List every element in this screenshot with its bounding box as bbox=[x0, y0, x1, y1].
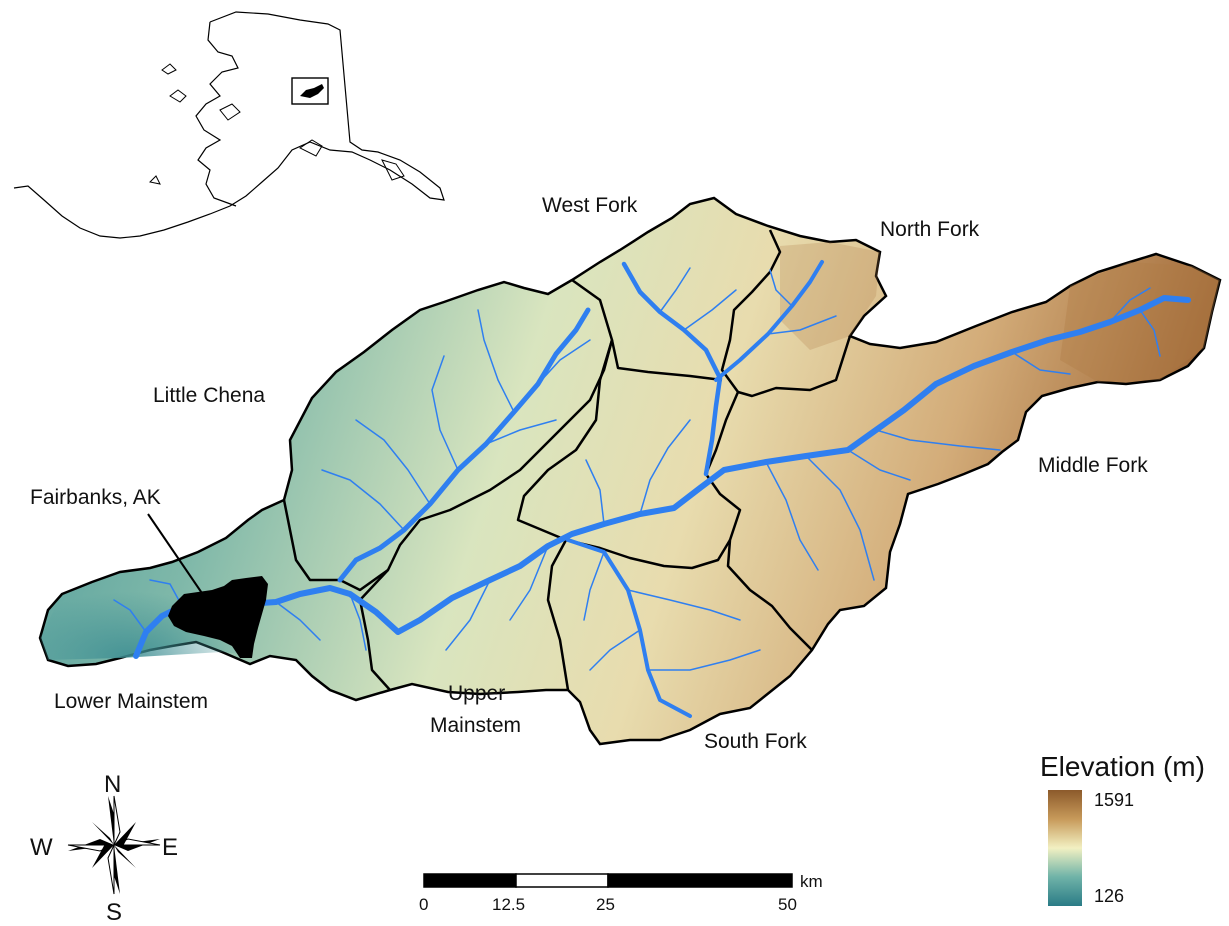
tributary bbox=[321, 469, 405, 531]
label-south-fork: South Fork bbox=[704, 730, 807, 753]
label-upper-mainstem-line1: Upper bbox=[448, 682, 505, 705]
tributary bbox=[585, 459, 605, 525]
subbasin-boundaries bbox=[282, 229, 852, 691]
tributary bbox=[659, 267, 691, 313]
middle-fork-highlands bbox=[1060, 262, 1220, 382]
tributary bbox=[875, 429, 1001, 451]
north-fork-river bbox=[714, 260, 824, 382]
tributary bbox=[647, 649, 761, 671]
tributary bbox=[847, 449, 911, 481]
tributary bbox=[1109, 287, 1151, 323]
fairbanks-leader-line bbox=[147, 513, 209, 603]
scale-segment-2 bbox=[515, 873, 609, 888]
scale-tick-0: 0 bbox=[419, 895, 428, 914]
label-little-chena: Little Chena bbox=[153, 384, 265, 407]
label-lower-mainstem: Lower Mainstem bbox=[54, 690, 208, 713]
tributary-streams bbox=[113, 267, 1161, 671]
boundary-west-inner bbox=[610, 339, 723, 382]
tributary bbox=[1139, 309, 1161, 357]
region-labels: West Fork North Fork Little Chena Middle… bbox=[30, 194, 1148, 753]
tributary bbox=[765, 461, 819, 571]
tributary bbox=[769, 269, 793, 307]
tributary bbox=[431, 355, 459, 471]
boundary-upper-south bbox=[565, 538, 732, 570]
chena-watershed bbox=[38, 196, 1222, 746]
scale-tick-12-5: 12.5 bbox=[492, 895, 525, 914]
tributary bbox=[889, 383, 937, 421]
tributary bbox=[589, 629, 641, 671]
tributary bbox=[349, 593, 367, 651]
legend-title: Elevation (m) bbox=[1040, 751, 1205, 782]
label-upper-mainstem-line2: Mainstem bbox=[430, 714, 521, 737]
boundary-upper-mainstem bbox=[358, 569, 391, 691]
tributary bbox=[537, 339, 591, 385]
legend-color-ramp bbox=[1048, 790, 1082, 906]
scale-tick-25: 25 bbox=[596, 895, 615, 914]
tributary bbox=[767, 315, 837, 335]
boundary-west-north bbox=[720, 229, 782, 393]
compass-n-label: N bbox=[104, 771, 121, 798]
boundary-south-inner bbox=[516, 339, 614, 542]
tributary bbox=[275, 601, 321, 641]
inset-study-area-box bbox=[291, 77, 329, 105]
tributary bbox=[583, 551, 605, 621]
elevation-legend: Elevation (m) 1591 126 bbox=[1040, 751, 1205, 906]
tributary bbox=[149, 579, 183, 607]
tributary bbox=[1011, 351, 1071, 375]
compass-north-point-light bbox=[113, 795, 121, 846]
tributary bbox=[477, 309, 515, 413]
river-network bbox=[113, 260, 1191, 718]
tributary bbox=[509, 545, 549, 621]
scale-tick-50: 50 bbox=[778, 895, 797, 914]
alaska-inset-map bbox=[13, 11, 445, 239]
tributary bbox=[445, 579, 491, 651]
label-west-fork: West Fork bbox=[542, 194, 638, 217]
boundary-middle-south bbox=[704, 473, 813, 651]
north-fork-highlands bbox=[780, 242, 880, 350]
tributary bbox=[485, 419, 557, 445]
tributary bbox=[805, 455, 875, 581]
alaska-outline bbox=[13, 11, 445, 239]
boundary-north-middle bbox=[704, 335, 852, 475]
tributary bbox=[355, 419, 431, 505]
scale-segment-1 bbox=[423, 873, 517, 888]
alaska-coast-detail bbox=[148, 63, 405, 185]
west-fork-river bbox=[621, 261, 723, 477]
scale-bar: km 0 12.5 25 50 bbox=[419, 872, 823, 914]
tributary bbox=[639, 419, 691, 515]
label-north-fork: North Fork bbox=[880, 218, 980, 241]
compass-w-label: W bbox=[30, 834, 53, 861]
compass-s-label: S bbox=[106, 899, 122, 926]
tributary bbox=[113, 599, 147, 633]
little-chena-river bbox=[337, 307, 591, 583]
compass-e-label: E bbox=[162, 834, 178, 861]
compass-diagonals bbox=[92, 822, 136, 868]
label-middle-fork: Middle Fork bbox=[1038, 454, 1148, 477]
boundary-upper-lower bbox=[546, 539, 570, 691]
legend-max-value: 1591 bbox=[1094, 790, 1134, 810]
tributary bbox=[683, 289, 737, 331]
scale-segment-3 bbox=[607, 873, 793, 888]
inset-study-area bbox=[300, 84, 324, 98]
legend-min-value: 126 bbox=[1094, 886, 1124, 906]
tributary bbox=[627, 589, 741, 621]
label-fairbanks: Fairbanks, AK bbox=[30, 486, 161, 509]
scale-unit-label: km bbox=[800, 872, 823, 891]
compass-south-point-light bbox=[107, 844, 115, 895]
fairbanks-city-area bbox=[168, 576, 268, 658]
compass-rose: N S E W bbox=[30, 771, 178, 926]
